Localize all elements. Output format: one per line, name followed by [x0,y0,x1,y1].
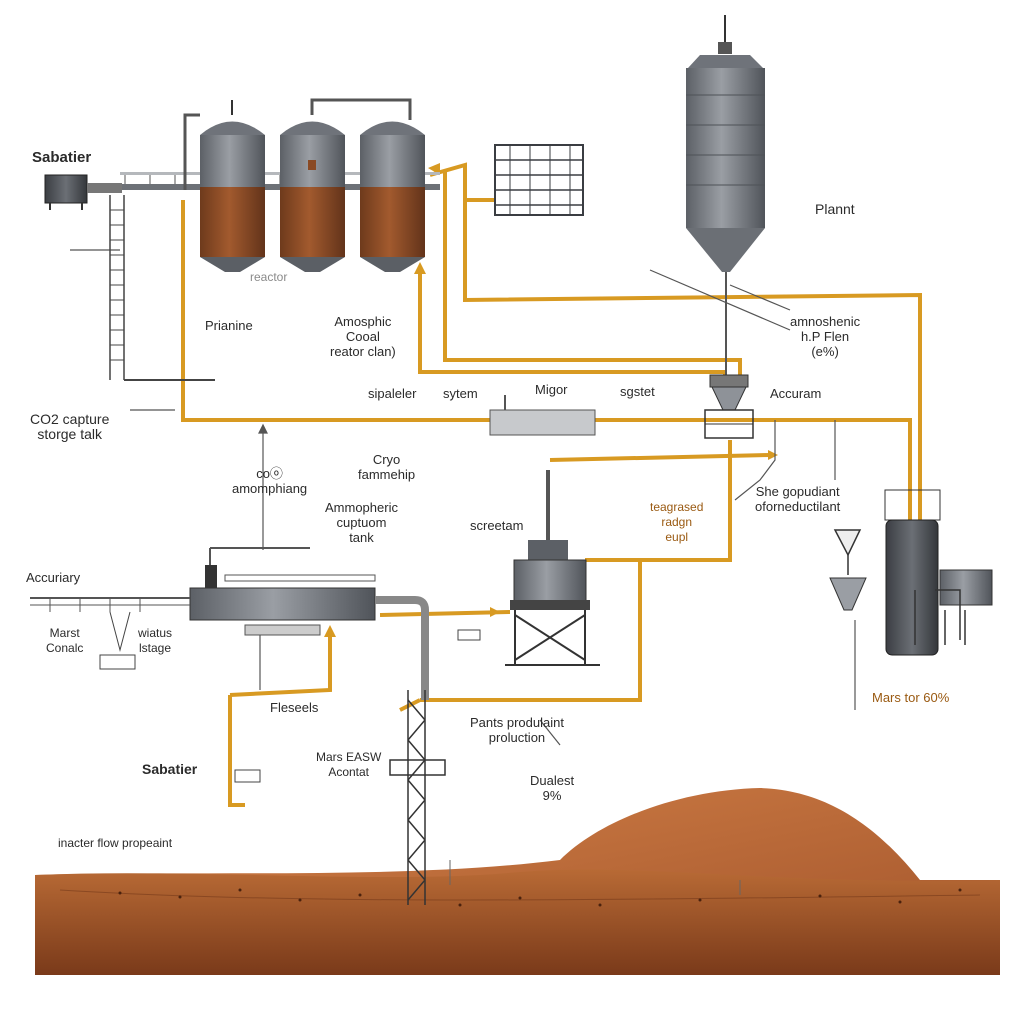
label-amosphic: Amosphic Cooal reator clan) [330,314,396,359]
sabatier-pump-unit [44,174,122,210]
label-coo: coⓞ amomphiang [232,466,308,496]
label-fleseels: Fleseels [270,700,319,715]
label-accuriary: Accuriary [26,570,81,585]
mars-ground [35,788,1000,975]
label-teagrased: teagrased radgn eupl [650,500,704,544]
label-reactor: reactor [250,270,288,284]
left-ladder [109,195,215,381]
label-accuram: Accuram [770,386,822,401]
capture-unit [30,547,429,700]
leader-lines [70,249,856,746]
label-she-gopudiant: She gopudiant oforneductilant [755,484,841,514]
label-prianine: Prianine [205,318,253,333]
lattice-tower [389,690,446,905]
label-wiatus-lstage: wiatus lstage [138,626,173,655]
cooling-rack [494,144,584,216]
bottom-left-bucket [234,769,261,783]
label-amnoshenic: amnoshenic h.P Flen (e%) [790,314,861,359]
label-sabatier-top: Sabatier [32,149,92,166]
label-sabatier-bottom: Sabatier [142,761,198,777]
label-sgstet: sgstet [620,384,655,399]
right-storage-cylinder [884,489,993,656]
label-co2-capture: CO2 capture storge talk [30,411,110,442]
label-screetam: screetam [470,518,524,533]
label-sytem: sytem [443,386,478,401]
label-sipaleler: sipaleler [368,386,417,401]
label-plannt: Plannt [815,201,855,217]
right-small-hopper [829,529,867,611]
label-mars-easw: Mars EASW Acontat [316,750,382,779]
reactor-tank-3 [360,121,425,272]
label-mars-tor: Mars tor 60% [872,690,950,705]
label-pants: Pants produlaint proluction [470,715,564,745]
screen-reactor [457,470,600,666]
label-dualest: Dualest 9% [530,773,575,803]
label-migor: Migor [535,382,568,397]
label-marst-conalc: Marst Conalc [46,626,84,655]
hopper-junction [704,374,754,439]
duct-box [489,395,596,436]
label-cryo: Cryo fammehip [358,452,416,482]
reactor-tank-1 [200,100,265,272]
label-inacter: inacter flow propeaint [58,836,173,850]
reactor-tank-2 [280,121,345,272]
tall-silo [686,15,765,380]
label-ammopheric: Ammopheric cuptuom tank [325,500,398,545]
